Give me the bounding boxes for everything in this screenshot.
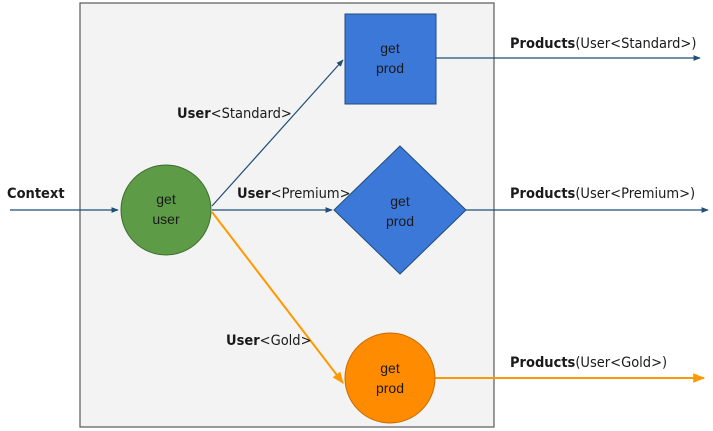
output-label-gold-type: Products: [510, 355, 576, 371]
get-prod-standard-line2: prod: [376, 60, 404, 76]
edge-gold: [211, 211, 344, 384]
output-label-standard-param: (User<Standard>): [575, 36, 696, 52]
get-prod-premium-line1: get: [390, 193, 410, 209]
edge-label-standard-type: User: [177, 106, 211, 122]
get-user-line1: get: [156, 191, 176, 207]
get-prod-gold-line2: prod: [376, 380, 404, 396]
get-prod-standard-node: get prod: [344, 13, 437, 105]
get-user-node: get user: [120, 164, 212, 256]
edge-label-gold-param: <Gold>: [260, 333, 312, 349]
edge-label-premium-type: User: [237, 186, 271, 202]
output-label-premium-param: (User<Premium>): [575, 186, 695, 202]
output-label-gold: Products(User<Gold>): [510, 355, 667, 371]
get-prod-gold-line1: get: [380, 360, 400, 376]
edge-label-gold-type: User: [226, 333, 260, 349]
output-label-gold-param: (User<Gold>): [575, 355, 667, 371]
edge-label-standard-param: <Standard>: [211, 106, 292, 122]
output-label-standard: Products(User<Standard>): [510, 36, 696, 52]
get-prod-premium-line2: prod: [386, 213, 414, 229]
edge-label-premium: User<Premium>: [237, 186, 351, 202]
get-user-line2: user: [152, 211, 180, 227]
get-prod-standard-line1: get: [380, 40, 400, 56]
output-label-premium: Products(User<Premium>): [510, 186, 695, 202]
edge-label-premium-param: <Premium>: [271, 186, 351, 202]
context-label: Context: [7, 186, 65, 202]
get-prod-premium-node: get prod: [333, 145, 467, 275]
get-prod-gold-node: get prod: [344, 332, 436, 424]
edge-label-gold: User<Gold>: [226, 333, 312, 349]
edge-label-standard: User<Standard>: [177, 106, 292, 122]
edge-standard: [211, 59, 344, 207]
output-label-standard-type: Products: [510, 36, 576, 52]
output-label-premium-type: Products: [510, 186, 576, 202]
